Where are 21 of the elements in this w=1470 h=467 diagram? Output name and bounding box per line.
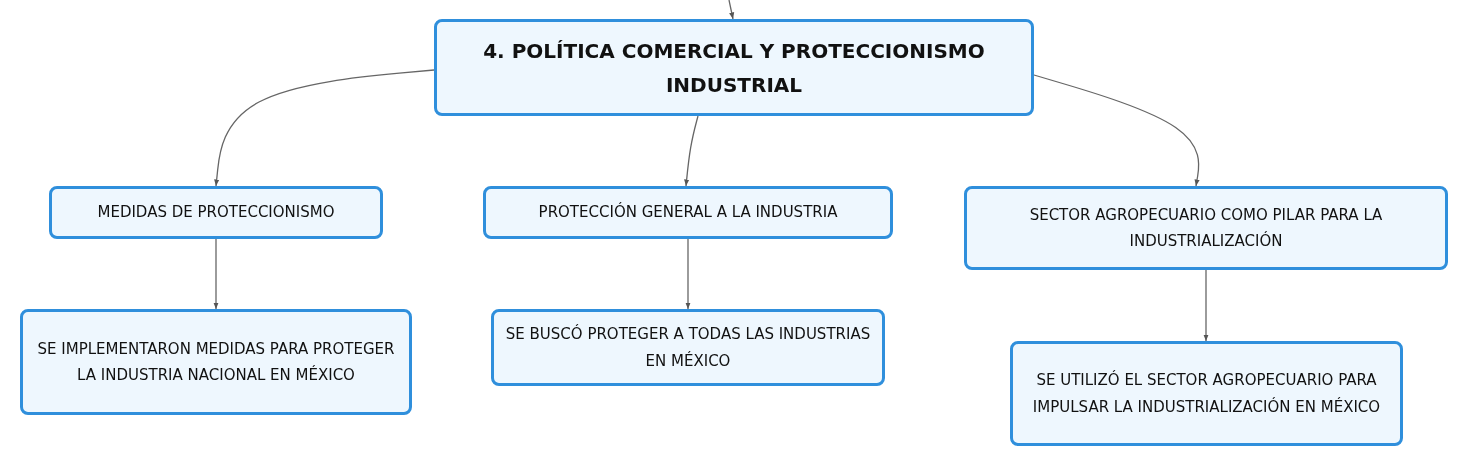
- node-text: SE UTILIZÓ EL SECTOR AGROPECUARIO PARA IMPULSAR LA INDUSTRIALIZACIÓN EN MÉXICO: [1031, 369, 1382, 418]
- connector-arrow: [728, 0, 735, 20]
- topic-box: [434, 19, 1034, 116]
- subtopic-box: [964, 186, 1448, 270]
- connector-arrow: [1203, 269, 1209, 342]
- connector-arrow: [685, 238, 691, 310]
- subtopic-box: [491, 309, 885, 386]
- node-text: SE BUSCÓ PROTEGER A TODAS LAS INDUSTRIAS EN MÉXICO: [504, 323, 872, 372]
- node-text: SE IMPLEMENTARON MEDIDAS PARA PROTEGER LA INDUSTRIA NACIONAL EN MÉXICO: [36, 338, 396, 386]
- node-text: 4. POLÍTICA COMERCIAL Y PROTECCIONISMO INDUSTRIAL: [482, 37, 986, 99]
- connector-arrow: [1033, 74, 1200, 187]
- subtopic-box: [49, 186, 383, 239]
- subtopic-box: [1010, 341, 1403, 446]
- node-text: SECTOR AGROPECUARIO COMO PILAR PARA LA INDUSTRIALIZACIÓN: [1028, 204, 1384, 252]
- subtopic-box: [20, 309, 412, 415]
- connector-arrow: [214, 69, 435, 187]
- connector-arrow: [213, 238, 219, 310]
- node-text: MEDIDAS DE PROTECCIONISMO: [97, 202, 335, 224]
- subtopic-box: [483, 186, 893, 239]
- node-text: PROTECCIÓN GENERAL A LA INDUSTRIA: [538, 201, 838, 224]
- connector-arrow: [684, 115, 699, 187]
